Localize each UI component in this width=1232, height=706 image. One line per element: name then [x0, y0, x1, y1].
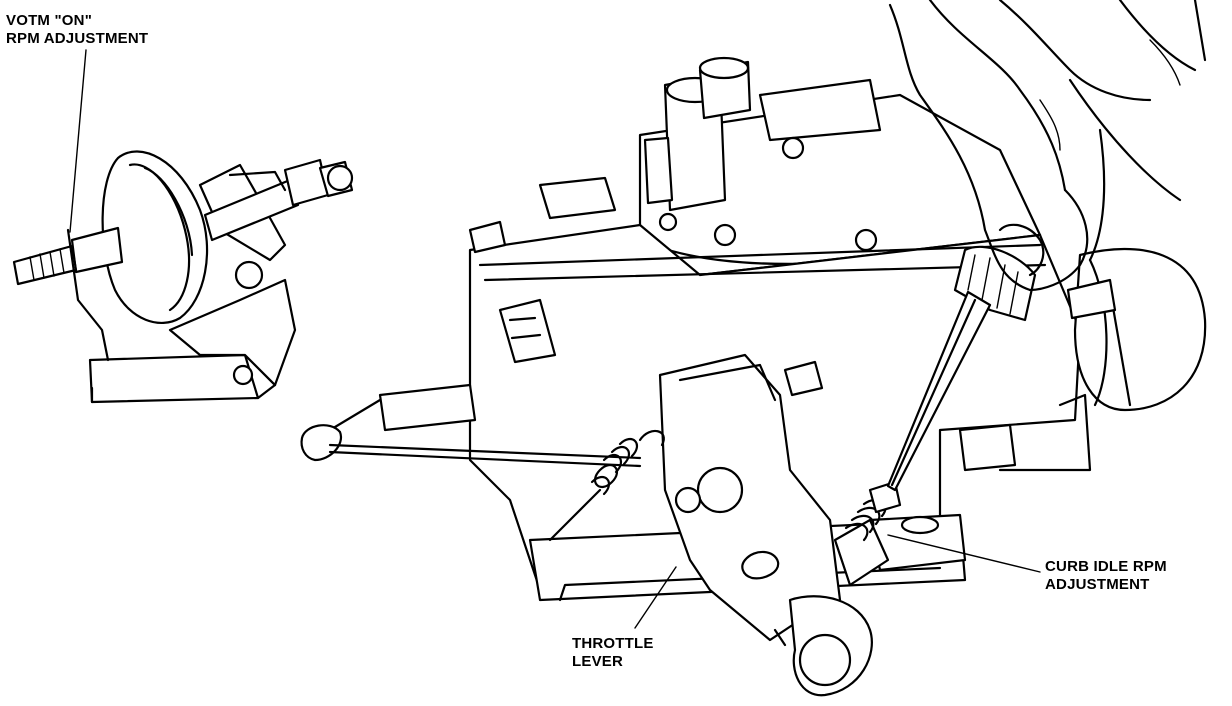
throttle-lever-leader-line	[634, 566, 677, 629]
votm-solenoid-inset	[12, 150, 354, 404]
throttle-label-line2: LEVER	[572, 653, 624, 670]
hand-illustration	[888, 0, 1207, 292]
throttle-lever-label: THROTTLE LEVER	[572, 635, 654, 671]
curb-idle-screw	[833, 480, 902, 587]
throttle-lever	[658, 353, 873, 697]
screwdriver	[886, 245, 1037, 492]
curb-idle-rpm-adjustment-label: CURB IDLE RPM ADJUSTMENT	[1045, 558, 1167, 594]
curb-idle-leader-line	[887, 534, 1041, 573]
votm-rpm-adjustment-label: VOTM "ON" RPM ADJUSTMENT	[6, 12, 148, 48]
curb-label-line1: CURB IDLE RPM	[1045, 558, 1167, 575]
votm-leader-line	[69, 49, 87, 233]
votm-label-line1: VOTM "ON"	[6, 12, 93, 29]
votm-label-line2: RPM ADJUSTMENT	[6, 30, 149, 47]
curb-label-line2: ADJUSTMENT	[1045, 576, 1150, 593]
throttle-label-line1: THROTTLE	[572, 635, 654, 652]
throttle-return-spring	[548, 429, 665, 542]
